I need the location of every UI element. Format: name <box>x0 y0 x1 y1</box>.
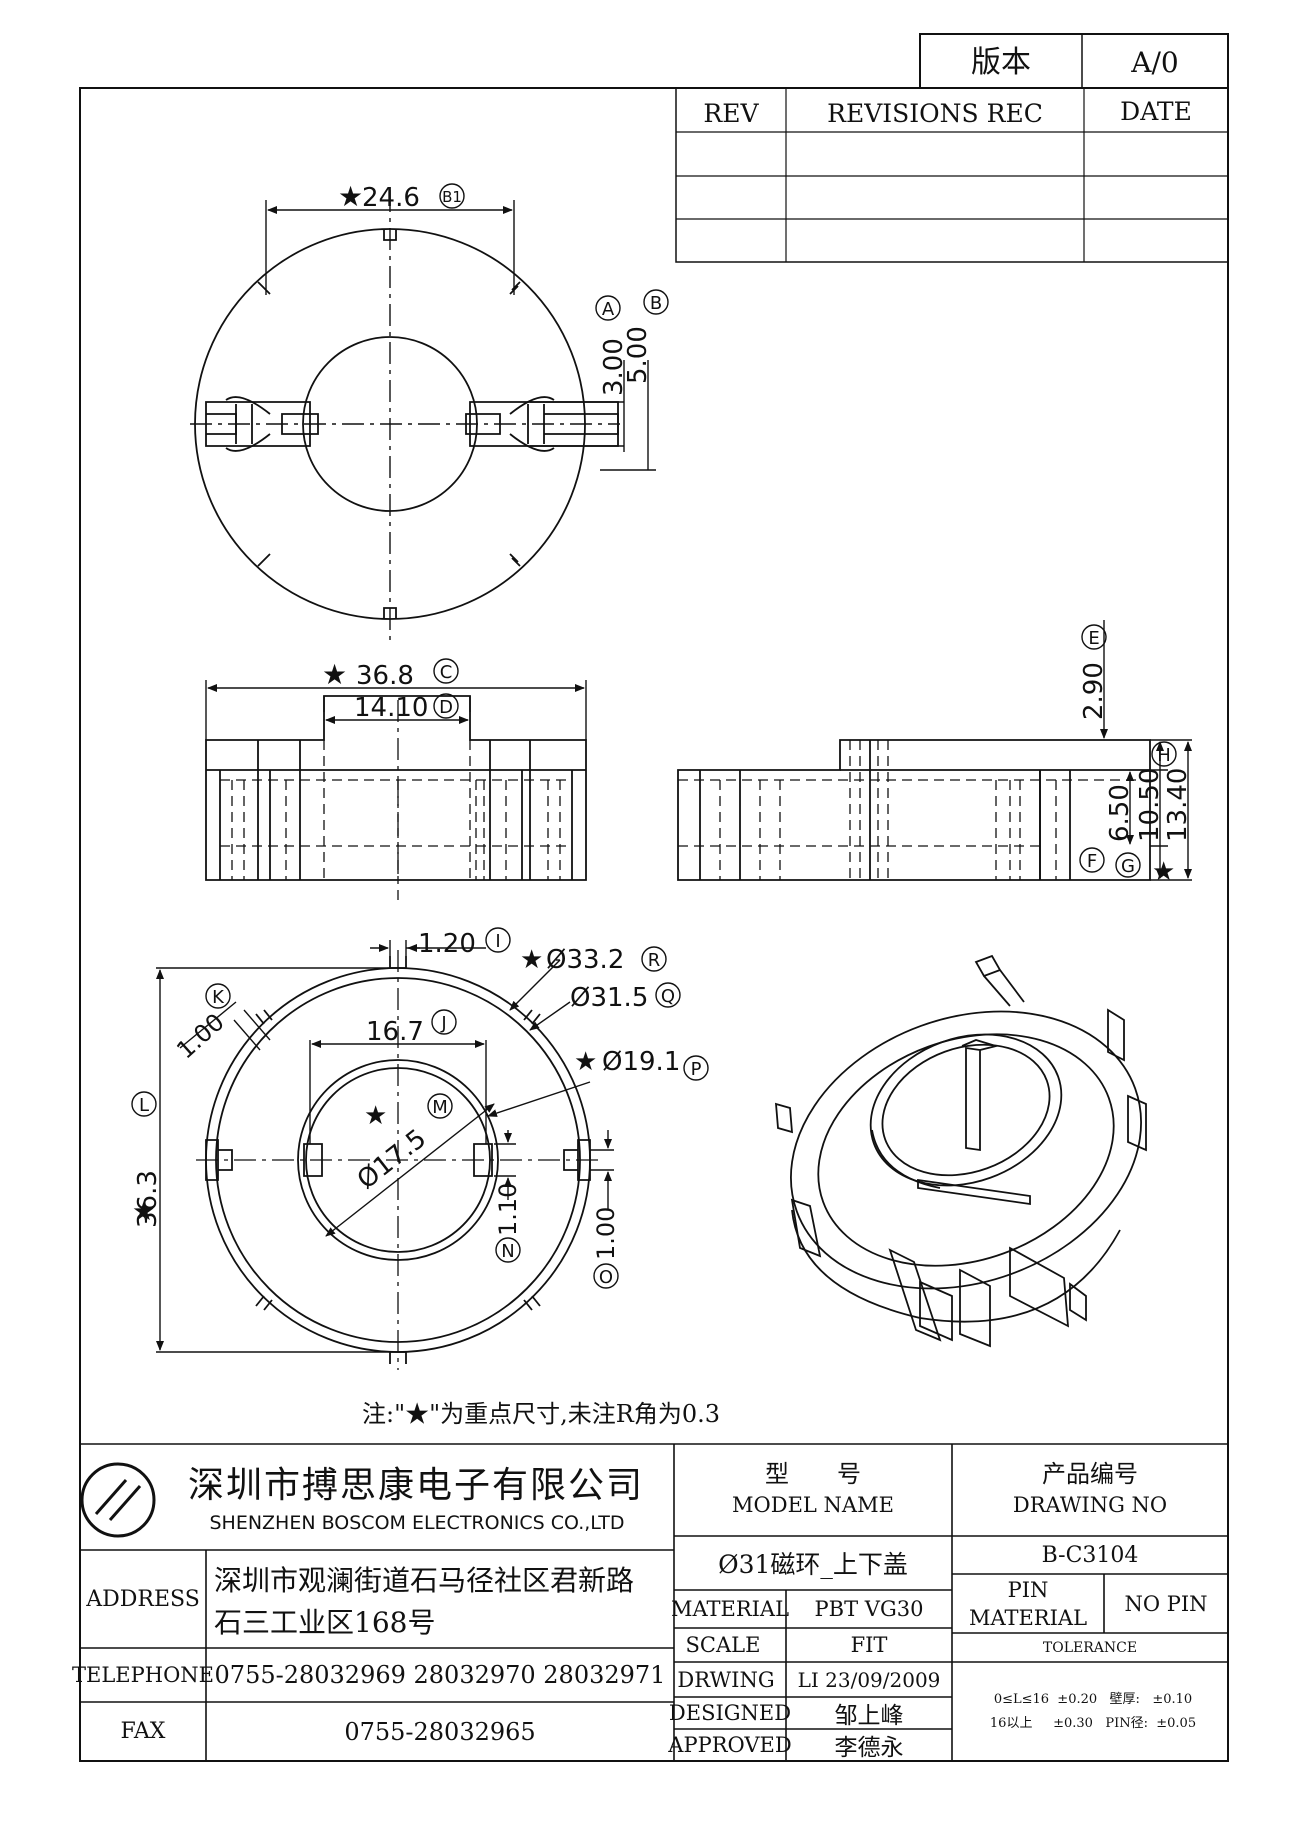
front-view-hidden <box>220 740 572 880</box>
dim-cd <box>205 680 587 740</box>
marker-l: L <box>139 1095 149 1116</box>
dim-n-value: 1.10 <box>494 1183 522 1236</box>
front-view <box>205 695 587 881</box>
marker-d: D <box>439 697 453 718</box>
pin-material-value: NO PIN <box>1124 1591 1208 1616</box>
marker-b: B <box>650 293 662 314</box>
material-value: PBT VG30 <box>814 1597 924 1621</box>
dim-l-star: ★ <box>132 1197 155 1227</box>
dim-p-star: ★ <box>574 1047 597 1077</box>
dim-e-value: 2.90 <box>1079 662 1109 720</box>
marker-a: A <box>602 299 615 320</box>
dim-m-star: ★ <box>364 1101 387 1131</box>
title-block-grid <box>80 1443 1228 1761</box>
tolerance-label: TOLERANCE <box>1042 1639 1138 1656</box>
tolerance-line2: 16以上 ±0.30 PIN径: ±0.05 <box>989 1715 1197 1731</box>
bottom-view-dims <box>156 940 614 1353</box>
dim-p-value: Ø19.1 <box>602 1047 680 1077</box>
dim-o-value: 1.00 <box>592 1207 620 1260</box>
marker-c: C <box>440 662 453 683</box>
drawing-no-en: DRAWING NO <box>1012 1493 1168 1517</box>
marker-b1: B1 <box>442 188 462 206</box>
dim-g-value: 10.50 <box>1135 768 1165 842</box>
dim-c-value: 36.8 <box>356 661 414 691</box>
fax-value: 0755-28032965 <box>344 1717 536 1746</box>
dim-a-value: 3.00 <box>599 338 629 396</box>
dim-d-value: 14.10 <box>354 693 428 723</box>
marker-m: M <box>432 1097 448 1118</box>
date-header: DATE <box>1120 97 1192 126</box>
dim-h-star: ★ <box>1152 857 1175 887</box>
dim-r-value: Ø33.2 <box>546 945 624 975</box>
dim-b1-star: ★ <box>338 180 363 213</box>
company-name-en: SHENZHEN BOSCOM ELECTRONICS CO.,LTD <box>209 1512 625 1534</box>
material-label: MATERIAL <box>670 1597 790 1621</box>
company-logo <box>80 1462 156 1538</box>
scale-label: SCALE <box>685 1633 761 1657</box>
fax-label: FAX <box>120 1719 166 1744</box>
rev-header: REV <box>703 99 759 128</box>
revisions-rec-header: REVISIONS REC <box>827 99 1043 128</box>
dim-b1 <box>265 200 656 471</box>
marker-h: H <box>1157 745 1171 766</box>
approved-value: 李德永 <box>834 1735 904 1761</box>
marker-i: I <box>495 931 500 952</box>
dim-b1-value: 24.6 <box>362 183 420 213</box>
dim-k-value: 1.00 <box>171 1008 229 1065</box>
drawing-no-value: B-C3104 <box>1041 1542 1139 1568</box>
dim-l-value: 36.3 <box>133 1170 163 1228</box>
marker-n: N <box>501 1241 514 1262</box>
marker-g: G <box>1121 856 1135 877</box>
model-name-en: MODEL NAME <box>732 1493 894 1517</box>
note-text: 注:"★"为重点尺寸,未注R角为0.3 <box>362 1400 720 1428</box>
scale-value: FIT <box>850 1633 888 1657</box>
version-label: 版本 <box>971 45 1031 80</box>
model-value: Ø31磁环_上下盖 <box>718 1550 908 1579</box>
dim-h-value: 13.40 <box>1163 768 1193 842</box>
marker-j: J <box>440 1013 446 1034</box>
dim-r-star: ★ <box>520 945 543 975</box>
designed-value: 邹上峰 <box>834 1703 904 1729</box>
dim-c-star: ★ <box>322 658 347 691</box>
marker-r: R <box>648 950 661 971</box>
pin-material-label-1: PIN <box>1007 1578 1049 1602</box>
dim-efgh <box>1100 620 1192 881</box>
isometric-view <box>774 954 1147 1348</box>
address-line2: 石三工业区168号 <box>214 1606 436 1639</box>
telephone-value: 0755-28032969 28032970 28032971 <box>214 1661 666 1689</box>
side-view-hidden <box>678 740 1150 880</box>
tolerance-line1: 0≤L≤16 ±0.20 壁厚: ±0.10 <box>993 1691 1193 1707</box>
dim-i-value: 1.20 <box>418 929 476 959</box>
marker-f: F <box>1087 851 1097 872</box>
top-view-centerlines <box>190 190 620 640</box>
telephone-label: TELEPHONE <box>72 1663 214 1687</box>
drawing-no-cn: 产品编号 <box>1042 1459 1138 1488</box>
side-view <box>677 739 1151 881</box>
marker-o: O <box>599 1267 613 1288</box>
marker-k: K <box>212 987 225 1008</box>
dim-q-value: Ø31.5 <box>570 983 648 1013</box>
marker-q: Q <box>661 986 675 1007</box>
revision-block <box>675 33 1229 263</box>
address-line1: 深圳市观澜街道石马径社区君新路 <box>214 1564 635 1597</box>
address-label: ADDRESS <box>86 1586 200 1612</box>
version-value: A/0 <box>1130 46 1178 79</box>
dim-f-value: 6.50 <box>1105 784 1135 842</box>
pin-material-label-2: MATERIAL <box>968 1606 1088 1630</box>
marker-e: E <box>1088 628 1099 649</box>
approved-label: APPROVED <box>668 1733 792 1757</box>
model-name-cn: 型 号 <box>765 1459 861 1488</box>
sheet-border <box>79 87 1229 1762</box>
company-name-cn: 深圳市搏思康电子有限公司 <box>187 1465 644 1506</box>
designed-label: DESIGNED <box>668 1701 792 1725</box>
drwing-label: DRWING <box>677 1667 775 1692</box>
drwing-value: LI 23/09/2009 <box>797 1667 941 1692</box>
dim-b-value: 5.00 <box>623 326 653 384</box>
marker-p: P <box>691 1059 702 1080</box>
dim-j-value: 16.7 <box>366 1017 424 1047</box>
